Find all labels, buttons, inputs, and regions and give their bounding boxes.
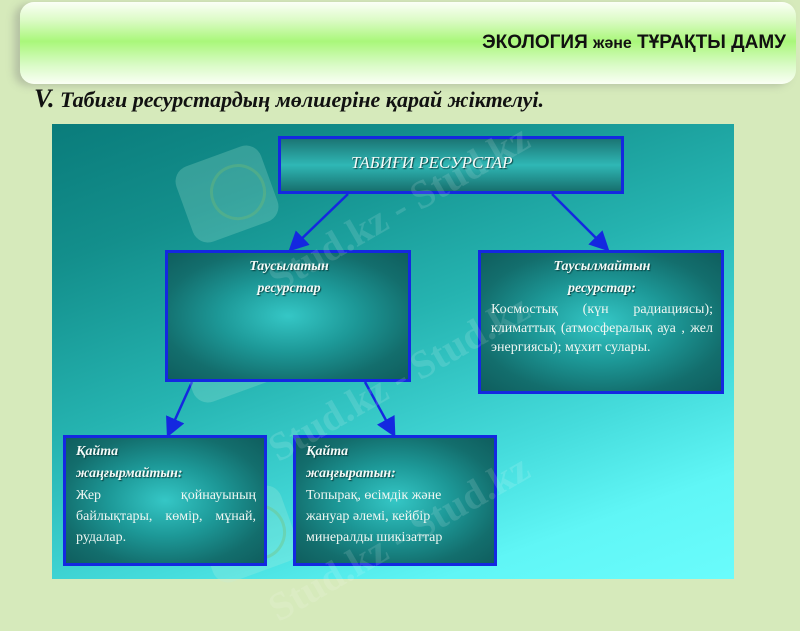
node-heading: ресурстар — [257, 281, 321, 296]
node-non-renewable: Қайта жаңғырмайтын: Жер қойнауының байлы… — [63, 435, 267, 566]
header-bar: ЭКОЛОГИЯ және ТҰРАҚТЫ ДАМУ — [20, 2, 796, 84]
node-renewable: Қайта жаңғыратын: Топырақ, өсімдік және … — [293, 435, 497, 566]
header-title: ЭКОЛОГИЯ және ТҰРАҚТЫ ДАМУ — [482, 32, 786, 54]
header-title-conjunction: және — [593, 35, 632, 52]
root-node-label: ТАБИҒИ РЕСУРСТАР — [351, 153, 513, 172]
watermark-logo — [171, 141, 283, 247]
node-exhaustible-resources: Таусылатын ресурстар — [165, 250, 411, 382]
node-heading: Таусылмайтын — [553, 259, 651, 274]
node-heading: Қайта — [76, 444, 119, 459]
node-inexhaustible-resources: Таусылмайтын ресурстар: Космостық (күн р… — [478, 250, 724, 394]
slide-title-text: Табиғи ресурстардың мөлшеріне қарай жікт… — [54, 87, 545, 112]
node-heading: Таусылатын — [249, 259, 329, 274]
node-heading: ресурстар: — [568, 281, 636, 296]
node-body-text: Топырақ, өсімдік және жануар әлемі, кейб… — [306, 488, 443, 545]
node-body-text: Жер қойнауының байлықтары, көмір, мұнай,… — [76, 488, 256, 545]
header-title-part: ТҰРАҚТЫ ДАМУ — [631, 32, 786, 53]
root-node-natural-resources: ТАБИҒИ РЕСУРСТАР — [278, 136, 624, 194]
slide-numeral: V. — [34, 84, 55, 113]
node-heading: жаңғыратын: — [306, 466, 396, 481]
diagram-panel: ТАБИҒИ РЕСУРСТАР Таусылатын ресурстар Та… — [52, 115, 734, 630]
node-heading: жаңғырмайтын: — [76, 466, 183, 481]
node-body-text: Космостық (күн радиациясы); климаттық (а… — [491, 302, 713, 355]
slide-title: V. Табиғи ресурстардың мөлшеріне қарай ж… — [34, 84, 544, 114]
header-title-part: ЭКОЛОГИЯ — [482, 32, 594, 53]
node-heading: Қайта — [306, 444, 349, 459]
